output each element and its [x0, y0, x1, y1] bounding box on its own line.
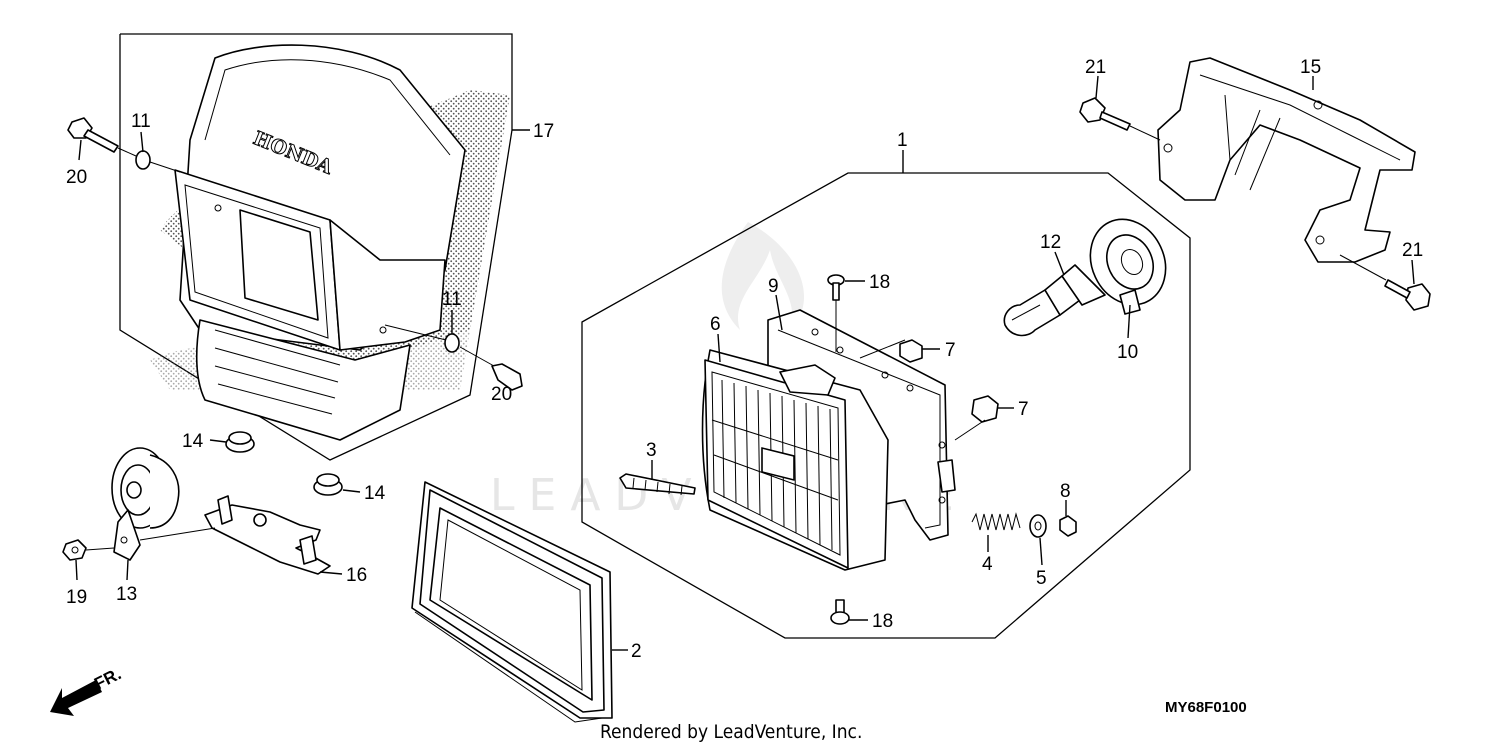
headlight-cowl: HONDA: [150, 44, 510, 441]
callout-20-lower: 20: [491, 384, 512, 405]
rubber-grommet-14-upper: [225, 431, 255, 453]
callout-19: 19: [66, 587, 87, 608]
square-nut-7-upper: [859, 339, 923, 363]
callout-13: 13: [116, 584, 137, 605]
spring-4: [971, 512, 1021, 531]
callout-3: 3: [646, 440, 657, 461]
grommet-11-upper: [135, 150, 181, 173]
callout-20-upper: 20: [66, 167, 87, 188]
bolt-20-upper: [67, 117, 137, 157]
socket-cover: [1089, 218, 1167, 315]
screw-18-upper: [827, 274, 845, 352]
screw-18-lower: [830, 599, 850, 625]
callout-18-lower: 18: [872, 611, 893, 632]
callout-1: 1: [897, 130, 908, 151]
callout-15: 15: [1300, 57, 1321, 78]
headlight-bulb: [1003, 264, 1106, 337]
callout-labels: 1 2 3 4 5 6 7 7 8 9 10 11 11 12 13 14 14…: [66, 57, 1423, 662]
headlight-stay-bracket: [1157, 57, 1416, 263]
headlight-lens-unit: [701, 349, 889, 571]
nut-8: [1059, 515, 1077, 537]
callout-21-lower: 21: [1402, 240, 1423, 261]
bolt-21-lower: [1339, 254, 1431, 311]
callout-6: 6: [710, 314, 721, 335]
washer-5: [1029, 514, 1047, 538]
horn-bracket: [139, 495, 331, 575]
front-direction-arrow: FR.: [50, 664, 124, 716]
leader-lines: [75, 75, 1415, 651]
rubber-grommet-14-lower: [313, 473, 343, 496]
callout-21-upper: 21: [1085, 57, 1106, 78]
callout-14-upper: 14: [182, 431, 204, 452]
callout-12: 12: [1040, 232, 1061, 253]
callout-7-lower: 7: [1018, 399, 1029, 420]
bolt-21-upper: [1079, 97, 1161, 141]
callout-9: 9: [768, 276, 779, 297]
bolt-20-lower: [459, 346, 523, 391]
callout-18-upper: 18: [869, 272, 890, 293]
footer-credit: Rendered by LeadVenture, Inc.: [600, 721, 862, 743]
horn: [111, 447, 180, 561]
watermark-flame-logo: [721, 222, 805, 330]
callout-11-lower: 11: [442, 289, 462, 310]
callout-8: 8: [1060, 481, 1071, 502]
callout-7-upper: 7: [945, 340, 956, 361]
callout-4: 4: [982, 554, 993, 575]
headlight-assembly-boundary: [581, 172, 1191, 639]
callout-14-lower: 14: [364, 483, 386, 504]
cowl-assembly-boundary: [119, 33, 513, 461]
callout-17: 17: [533, 121, 554, 142]
callout-2: 2: [631, 641, 642, 662]
callout-10: 10: [1117, 342, 1138, 363]
nut-19: [62, 539, 115, 561]
drawing-code: MY68F0100: [1165, 699, 1247, 716]
square-nut-7-lower: [954, 395, 999, 441]
callout-11-upper: 11: [131, 111, 151, 132]
callout-16: 16: [346, 565, 367, 586]
callout-5: 5: [1036, 568, 1047, 589]
adjusting-screw-3: [619, 473, 696, 496]
headlight-rim: [411, 481, 613, 723]
